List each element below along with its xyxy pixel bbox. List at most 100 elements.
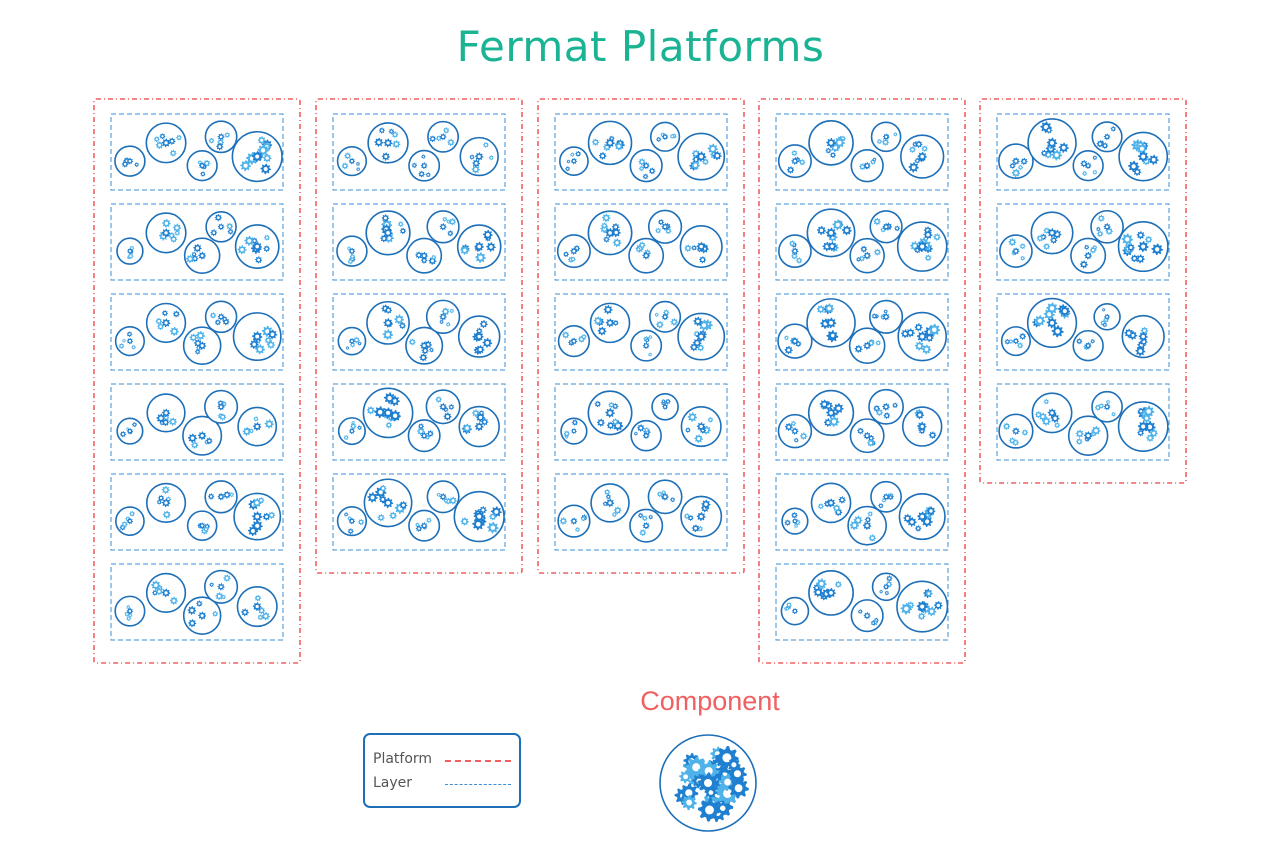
component (557, 324, 591, 358)
platform-5-layer-3 (996, 293, 1170, 371)
component (557, 504, 591, 538)
component (679, 225, 723, 269)
component (205, 211, 237, 243)
component (1093, 303, 1121, 331)
component (901, 406, 943, 447)
component (777, 323, 813, 359)
component (847, 505, 888, 546)
component (426, 210, 460, 244)
component (869, 299, 904, 334)
component (680, 405, 722, 448)
component-title: Component (640, 686, 780, 716)
component (458, 405, 500, 448)
component (630, 329, 663, 362)
component (405, 326, 444, 365)
component (649, 300, 682, 333)
platform-4-layer-3 (775, 293, 949, 371)
component (1121, 314, 1165, 359)
component (408, 509, 441, 542)
component (234, 224, 280, 269)
component (777, 413, 813, 449)
component (231, 130, 283, 183)
platform-3-layer-5 (554, 473, 728, 551)
component (453, 490, 505, 543)
component (649, 121, 681, 152)
component (186, 510, 218, 542)
component (145, 482, 187, 523)
platform-3-layer-1 (554, 113, 728, 191)
component (1027, 118, 1077, 168)
component (1091, 390, 1123, 423)
component (998, 413, 1034, 449)
component (677, 132, 726, 181)
platform-2-layer-4 (332, 383, 506, 461)
component (232, 312, 282, 362)
platform-4-layer-4 (775, 383, 949, 461)
component (896, 221, 948, 272)
component (587, 210, 633, 256)
component (1117, 221, 1169, 273)
component (628, 237, 665, 274)
component (1090, 209, 1124, 244)
component (807, 389, 855, 437)
component (337, 417, 366, 446)
component (849, 237, 885, 274)
component (630, 419, 662, 452)
component (182, 326, 222, 366)
platform-2-layer-3 (332, 293, 506, 371)
component (1067, 415, 1109, 456)
component (145, 122, 187, 164)
component (999, 234, 1033, 268)
platform-1-layer-3 (110, 293, 284, 371)
platform-3-layer-4 (554, 383, 728, 461)
component (781, 507, 809, 535)
component (587, 120, 633, 166)
component (808, 120, 854, 166)
platform-1 (93, 98, 301, 664)
component (337, 326, 367, 356)
component (870, 121, 902, 153)
platform-1-layer-2 (110, 203, 284, 281)
component-example (659, 734, 757, 832)
component (850, 149, 884, 183)
platform-5-layer-4 (996, 383, 1170, 461)
component (182, 415, 223, 456)
platform-2-layer-1 (332, 113, 506, 191)
component (406, 237, 443, 274)
component (145, 302, 187, 344)
component (236, 586, 278, 628)
component (183, 237, 221, 274)
component (896, 580, 949, 633)
platform-3 (537, 98, 745, 574)
component (629, 508, 664, 543)
platform-4-layer-6 (775, 563, 949, 641)
component (233, 492, 282, 541)
legend-platform-label: Platform (373, 751, 433, 767)
legend-platform-line (445, 760, 511, 762)
component (1072, 329, 1104, 362)
component (336, 235, 368, 267)
component (808, 569, 854, 616)
component (204, 120, 238, 154)
component (363, 478, 413, 528)
component (848, 327, 886, 365)
component (868, 388, 904, 425)
platform-2-layer-5 (332, 473, 506, 551)
component (114, 145, 146, 177)
component (871, 572, 901, 602)
component (899, 134, 945, 179)
platform-5-layer-1 (996, 113, 1170, 191)
component (1031, 392, 1073, 434)
platform-5-layer-2 (996, 203, 1170, 281)
component (556, 234, 591, 269)
component (651, 392, 679, 421)
component (680, 495, 723, 538)
component (898, 493, 946, 541)
platform-4-layer-5 (775, 473, 949, 551)
platform-1-layer-1 (110, 113, 284, 191)
component (146, 393, 186, 433)
component (1070, 237, 1107, 274)
component (145, 212, 187, 254)
platform-2-layer-2 (332, 203, 506, 281)
component (367, 122, 409, 164)
